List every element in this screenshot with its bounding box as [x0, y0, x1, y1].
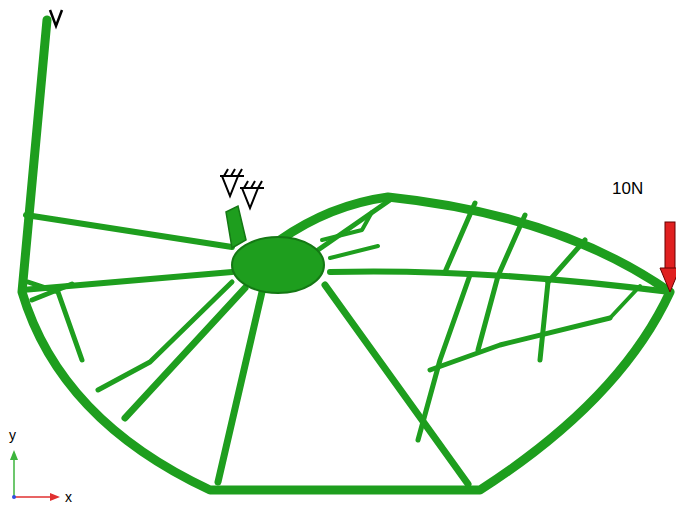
load-label: 10N [612, 180, 643, 197]
member [478, 276, 498, 350]
axis-triad [10, 450, 60, 501]
member [125, 288, 245, 418]
axis-label: x [65, 490, 72, 504]
member [318, 200, 390, 250]
load-arrow [660, 222, 676, 292]
member [330, 246, 378, 258]
hub-mass [232, 237, 324, 293]
member [548, 240, 585, 282]
truss-members [22, 20, 670, 490]
roller-support-symbol [50, 10, 62, 26]
member [22, 272, 232, 290]
member [430, 318, 610, 370]
member [28, 282, 82, 360]
fixed-support-symbol [220, 169, 264, 208]
support-pillar [226, 206, 246, 248]
member [540, 282, 548, 360]
axis-label: y [9, 428, 16, 442]
member [322, 212, 372, 240]
outer-boundary [22, 20, 670, 490]
member [498, 215, 525, 276]
member [325, 285, 468, 484]
member [26, 215, 232, 247]
member [445, 203, 475, 272]
member [610, 286, 640, 318]
member [218, 292, 262, 482]
